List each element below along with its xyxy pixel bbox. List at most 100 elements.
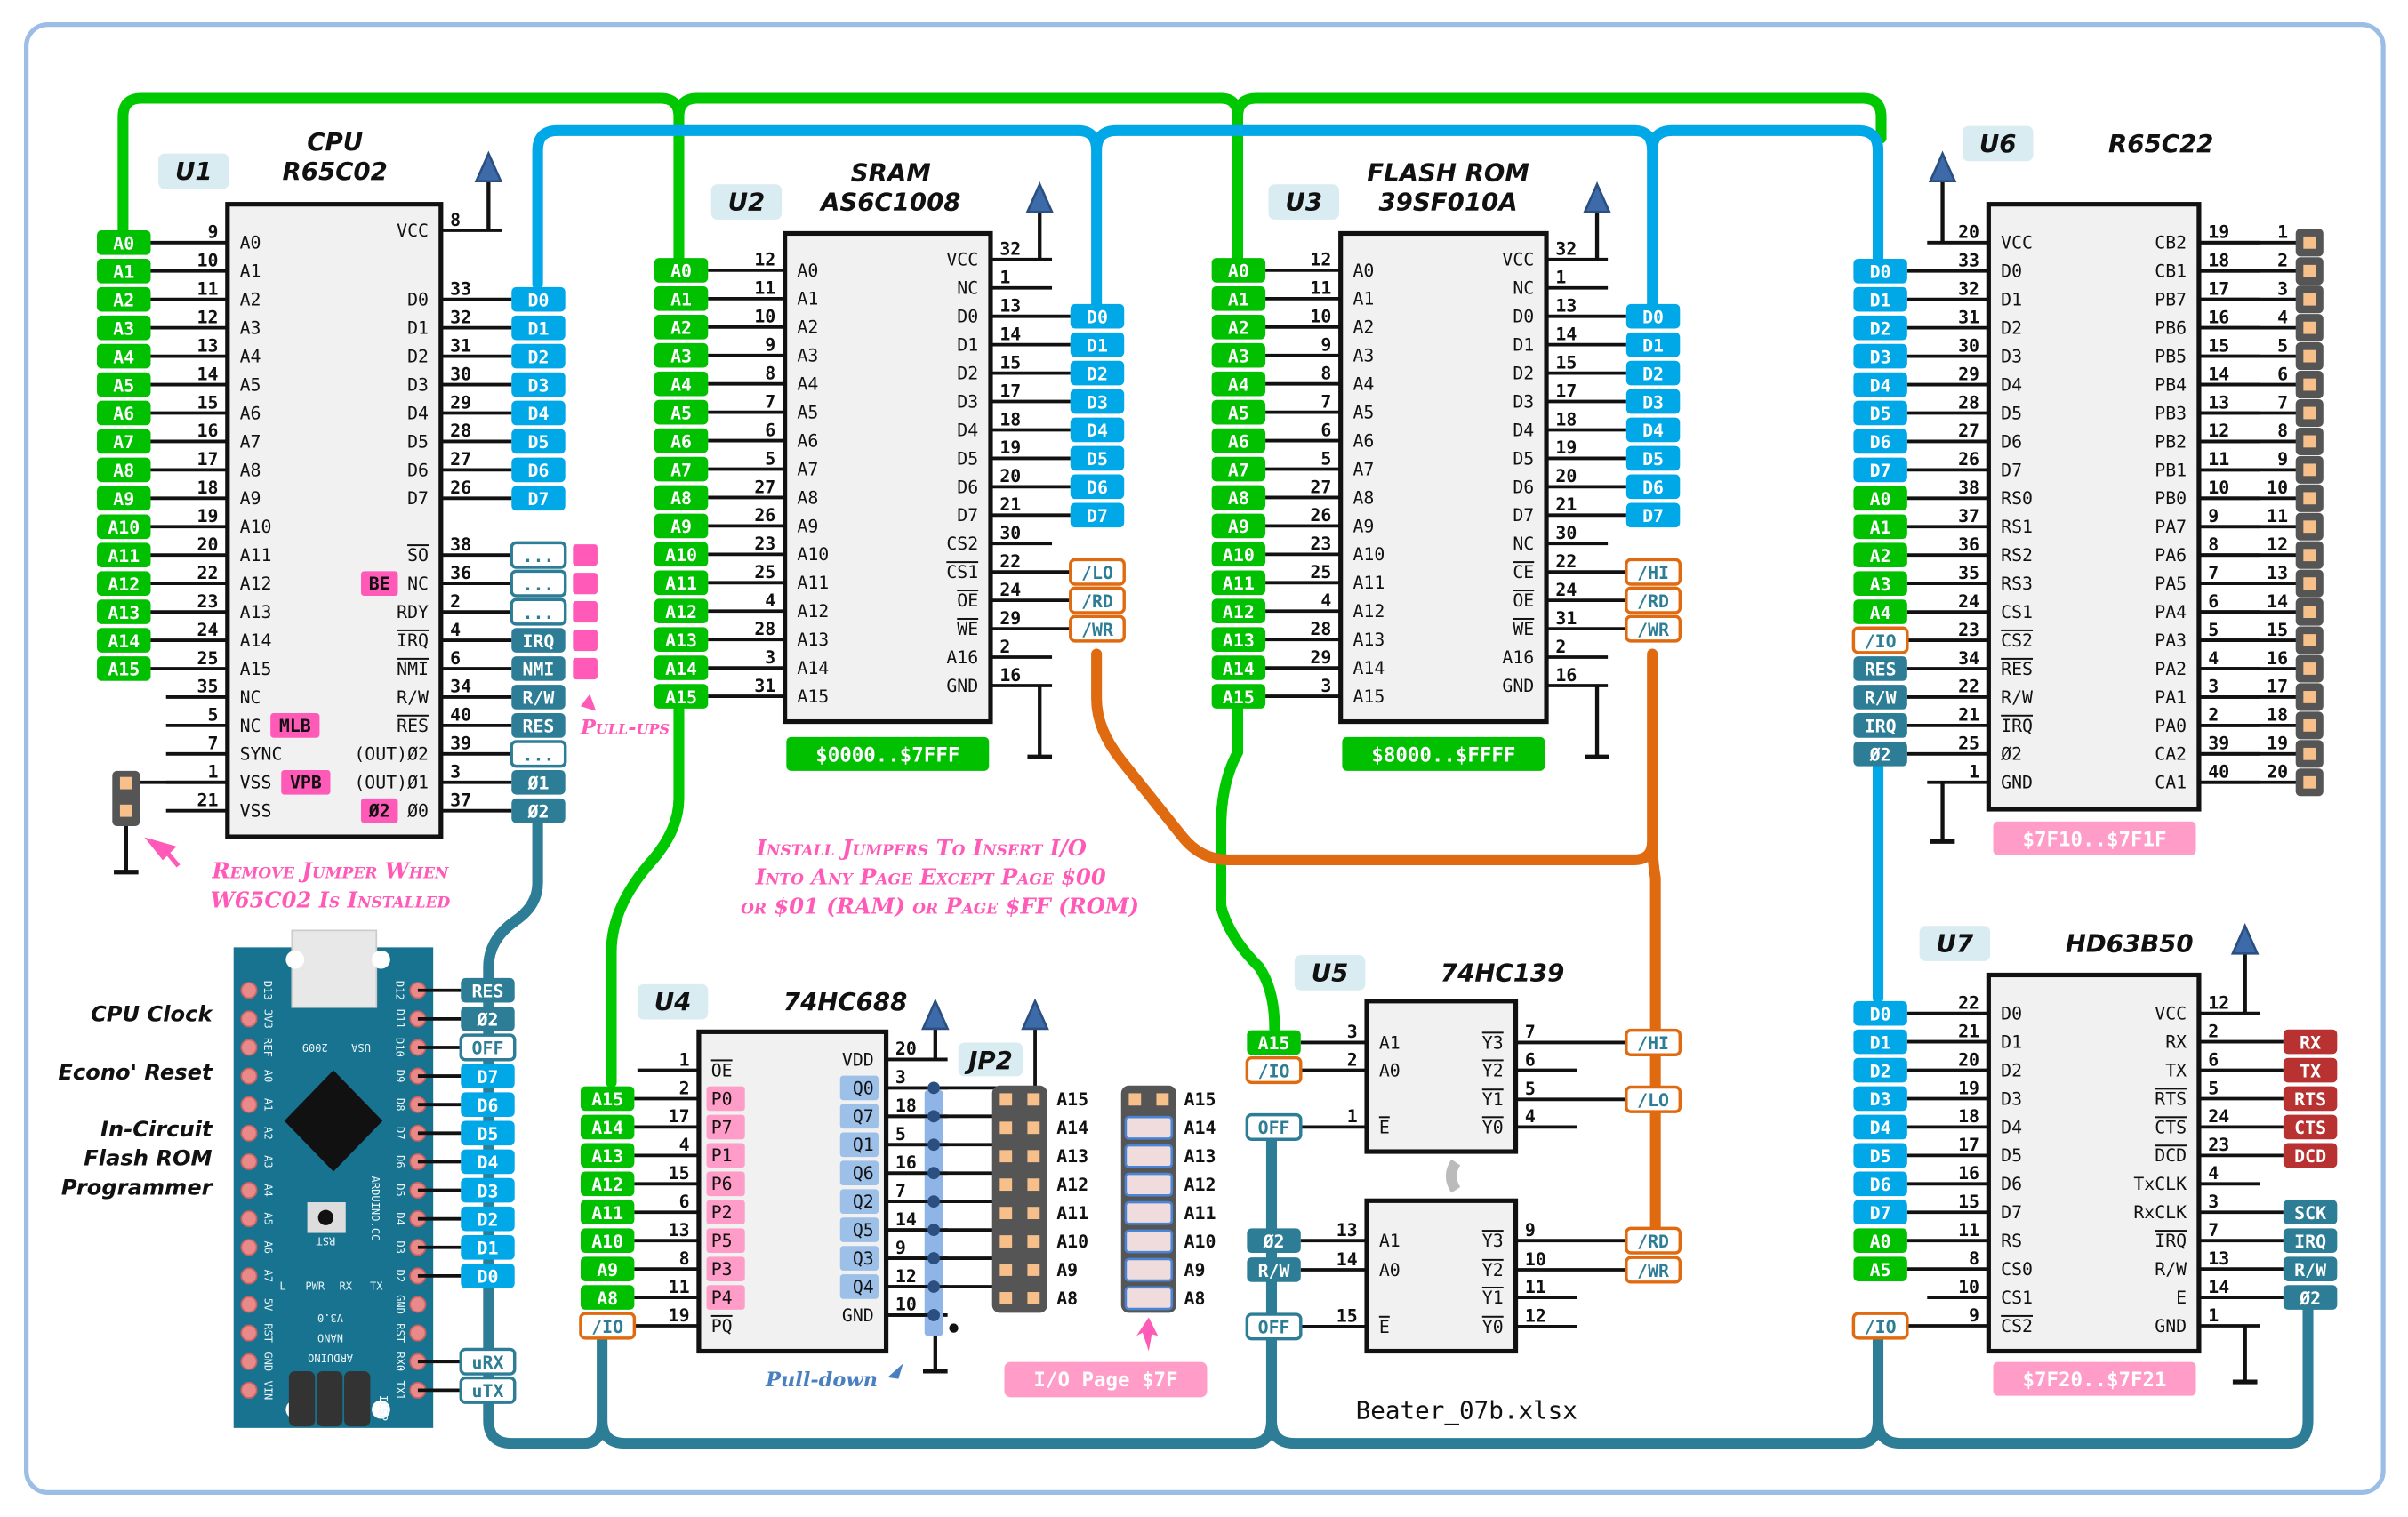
- pin-name: DCD: [2155, 1145, 2187, 1166]
- header-pin-number: 7: [2277, 392, 2288, 413]
- header-pin-pad: [1027, 1121, 1040, 1135]
- jumper-shunt[interactable]: [1124, 1172, 1174, 1197]
- board-pin-label: RST: [394, 1323, 406, 1343]
- pin-number: 7: [2208, 1220, 2219, 1240]
- signal-tag-A13: [580, 1143, 635, 1168]
- jumper-shunt[interactable]: [1124, 1144, 1174, 1168]
- signal-tag-label: /RD: [1081, 591, 1113, 612]
- signal-tag-label: A12: [1223, 602, 1255, 622]
- board-pin-label: D9: [394, 1070, 406, 1083]
- pin-name: D4: [407, 403, 429, 423]
- signal-tag-A8: [654, 485, 709, 510]
- jumper-shunt[interactable]: [1124, 1200, 1174, 1225]
- signal-tag-label: RX: [2300, 1032, 2321, 1053]
- signal-tag-D5: [461, 1120, 515, 1146]
- pin-name: CS1: [2001, 1288, 2033, 1308]
- jp2-header[interactable]: [991, 1085, 1047, 1313]
- pin-number: 3: [450, 762, 461, 783]
- board-pin-label: RX0: [394, 1352, 406, 1371]
- signal-tag-label: A9: [1228, 517, 1249, 537]
- pin-name: CE: [1513, 562, 1534, 582]
- pin-name: D2: [1513, 364, 1534, 384]
- jumper-shunt[interactable]: [1124, 1229, 1174, 1254]
- pin-number: 23: [1310, 534, 1331, 554]
- junction-dot: [927, 1195, 941, 1208]
- pin-number: 1: [207, 762, 218, 783]
- pin-number: 9: [1969, 1305, 1979, 1326]
- signal-tag-label: A0: [1228, 261, 1249, 282]
- pin-number: 9: [1320, 335, 1331, 356]
- header-pin-pad: [999, 1178, 1013, 1192]
- address-range: $7F20..$7F21: [2022, 1369, 2166, 1392]
- jumper-shunt[interactable]: [1124, 1257, 1174, 1282]
- pin-number: 20: [1958, 1049, 1979, 1070]
- pin-name: Y2: [1482, 1060, 1504, 1080]
- pin-number: 7: [765, 391, 775, 412]
- signal-tag-RD: [1069, 586, 1126, 614]
- pin-name: CTS: [2155, 1117, 2187, 1137]
- header-pin-number: 10: [2267, 478, 2288, 498]
- pin-number: 29: [999, 608, 1021, 629]
- signal-tag-D3: [1853, 343, 1907, 369]
- signal-tag-2: [461, 1007, 515, 1031]
- arduino-function-label: CPU Clock: [91, 1001, 213, 1026]
- board-pin-label: D5: [394, 1184, 406, 1197]
- pin-number: 8: [450, 210, 461, 230]
- pin-name: D4: [2001, 1117, 2022, 1137]
- pin-number: 6: [1525, 1049, 1536, 1070]
- w65c02-pin-name: MLB: [279, 716, 311, 736]
- pin-number: 3: [2208, 1192, 2219, 1212]
- address-range: $7F10..$7F1F: [2022, 828, 2166, 851]
- header-pin: [240, 1124, 258, 1142]
- chip-ref-badge: [1919, 926, 1991, 961]
- chip-ref-badge: [1963, 125, 2034, 162]
- vcc-arrow-icon: [921, 998, 950, 1031]
- pin-name: GND: [946, 676, 978, 696]
- header-pin-number: 17: [2267, 677, 2288, 697]
- signal-tag-D2: [1070, 360, 1125, 386]
- pin-name: A1: [797, 289, 818, 309]
- jumper-header[interactable]: [112, 770, 140, 826]
- io-page-jumpers[interactable]: [1120, 1085, 1176, 1313]
- header-pin-pad: [999, 1235, 1013, 1248]
- pin-number: 31: [1555, 608, 1577, 629]
- pin-36: 36NCBE...: [361, 563, 567, 598]
- signal-tag-label: A15: [108, 660, 140, 680]
- signal-tag-label: A14: [108, 631, 140, 652]
- pin-number: 4: [765, 590, 775, 611]
- pin-name: D1: [2001, 290, 2022, 310]
- pin-name: NC: [240, 687, 261, 708]
- jumper-row-label: A8: [1184, 1288, 1206, 1309]
- signal-tag-A13: [97, 599, 151, 624]
- board-pin-label: A3: [261, 1155, 274, 1168]
- jp2-row-label: A12: [1056, 1175, 1088, 1195]
- signal-tag-A5: [654, 399, 709, 425]
- pin-number: 25: [1958, 734, 1979, 754]
- jumper-shunt[interactable]: [1124, 1115, 1174, 1140]
- signal-tag-label: DCD: [2294, 1146, 2326, 1167]
- pin-number: 12: [754, 250, 775, 270]
- jumper-shunt[interactable]: [1124, 1286, 1174, 1311]
- pin-number: 24: [2208, 1106, 2229, 1127]
- pin-number: 7: [2208, 563, 2219, 583]
- jumper-row-label: A10: [1184, 1232, 1216, 1252]
- pin-name: A10: [797, 544, 829, 565]
- signal-tag-A12: [1211, 598, 1266, 624]
- pin-name-highlight: [706, 1228, 745, 1254]
- pin-name: Y0: [1482, 1117, 1504, 1137]
